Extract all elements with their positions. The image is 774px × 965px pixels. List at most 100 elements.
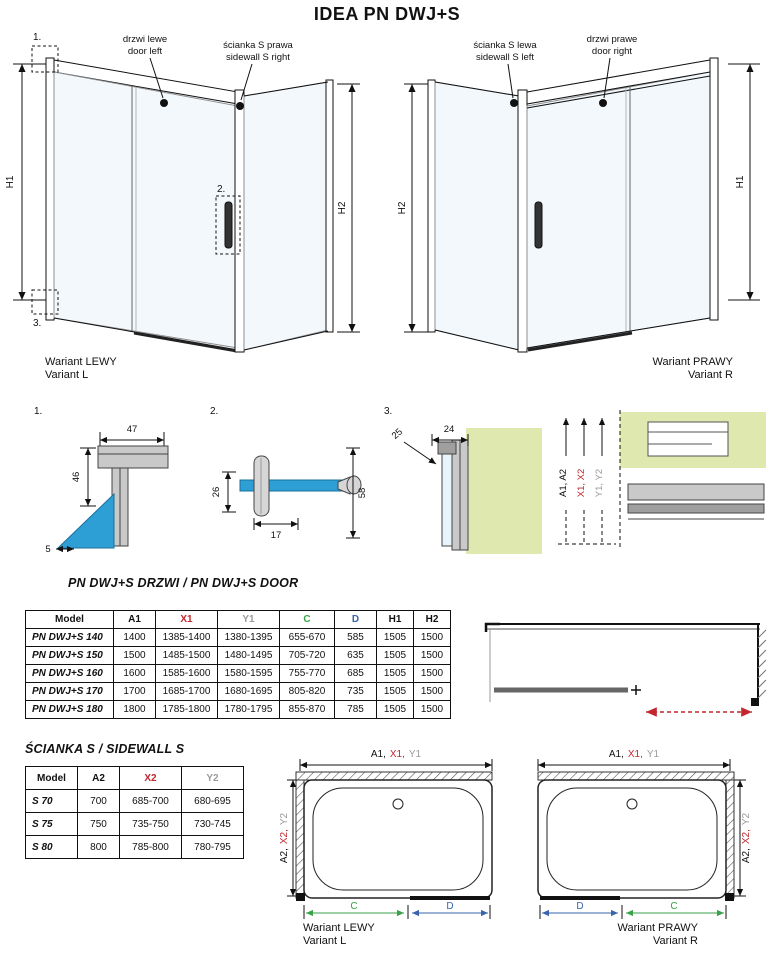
- col-header-y1: Y1: [217, 610, 280, 629]
- table-row: PN DWJ+S 160 1600 1585-1600 1580-1595 75…: [25, 664, 451, 683]
- sidewall-edge-profile: [427, 79, 436, 333]
- cell: 1505: [376, 682, 414, 701]
- detail-3: 3. 24 25: [384, 406, 542, 554]
- cell: 1500: [413, 700, 451, 719]
- dim-24: 24: [444, 424, 455, 435]
- door-handle: [534, 201, 543, 249]
- side-wall: [295, 779, 305, 899]
- cell: 1400: [113, 628, 156, 647]
- h2-dimension-label: H2: [337, 201, 348, 214]
- door-handle: [224, 201, 233, 249]
- dim-26: 26: [211, 487, 222, 498]
- cell: 1500: [413, 682, 451, 701]
- bathtub-outline: [303, 779, 493, 899]
- cell: 1685-1700: [155, 682, 218, 701]
- table-row: S 75 750 735-750 730-745: [25, 812, 244, 836]
- top-wall: [295, 771, 493, 781]
- glass-panel: [441, 445, 453, 547]
- sidewall-edge-profile: [325, 79, 334, 333]
- cell-model: PN DWJ+S 170: [25, 682, 114, 701]
- elevation-right-variant: H2 ścianka S lewa sidewall S left drzw: [397, 34, 760, 353]
- cell: 1580-1595: [217, 664, 280, 683]
- sidewall-label-dot: [510, 99, 518, 107]
- cell: 1500: [413, 628, 451, 647]
- cell-model: PN DWJ+S 160: [25, 664, 114, 683]
- cell: 1780-1795: [217, 700, 280, 719]
- cell: 1505: [376, 628, 414, 647]
- cell: 700: [77, 789, 120, 813]
- col-header-h1: H1: [376, 610, 414, 629]
- sidewall-left-label: ścianka S lewa: [473, 40, 537, 51]
- dim-c-label: C: [350, 901, 357, 912]
- cell: 685-700: [119, 789, 182, 813]
- dim-17: 17: [271, 530, 282, 541]
- cell-model: PN DWJ+S 180: [25, 700, 114, 719]
- callout-2-label: 2.: [217, 184, 225, 195]
- corner-bracket: [484, 622, 500, 632]
- cell: 1785-1800: [155, 700, 218, 719]
- wall-hatch: [757, 629, 767, 699]
- drain: [392, 798, 404, 810]
- callout-3-box: [31, 289, 59, 315]
- cell: 1500: [413, 664, 451, 683]
- door-glass: [526, 71, 711, 349]
- table-row: PN DWJ+S 150 1500 1485-1500 1480-1495 70…: [25, 646, 451, 665]
- sidewall-glass: [243, 81, 329, 351]
- table-row: PN DWJ+S 180 1800 1785-1800 1780-1795 85…: [25, 700, 451, 719]
- label-y1-y2: Y1, Y2: [594, 469, 605, 497]
- dim-c-label: C: [670, 901, 677, 912]
- plan-side-dimension-label: A2,X2,Y2: [741, 812, 752, 863]
- cell: 1800: [113, 700, 156, 719]
- cell: 735: [334, 682, 377, 701]
- cell: 1505: [376, 664, 414, 683]
- elevation-left-caption: Wariant LEWY Variant L: [45, 356, 117, 381]
- callout-1-box: [31, 45, 59, 73]
- bathtub-outline: [537, 779, 727, 899]
- elevation-right-caption: Wariant PRAWY Variant R: [652, 356, 733, 381]
- side-wall: [725, 779, 735, 899]
- label-a1-a2: A1, A2: [558, 469, 569, 497]
- cell: 750: [77, 812, 120, 836]
- cell-model: S 70: [25, 789, 78, 813]
- dim-d-label: D: [576, 901, 583, 912]
- label-x1-x2: X1, X2: [576, 469, 587, 498]
- bathtub-basin: [546, 787, 718, 891]
- bathtub-plan-right: A1,X1,Y1 A2,X2,Y2 D C: [537, 749, 752, 919]
- dim-25: 25: [390, 427, 405, 442]
- table-row: S 70 700 685-700 680-695: [25, 789, 244, 813]
- door-label-dot: [599, 99, 607, 107]
- sill-profile-bottom: [627, 503, 765, 514]
- col-header-x2: X2: [119, 766, 182, 790]
- callout-3-label: 3.: [33, 318, 41, 329]
- handle-marker: [631, 685, 641, 695]
- cell: 1585-1600: [155, 664, 218, 683]
- detail-2: 2. 26 17 58: [210, 406, 368, 541]
- plan-left-caption: Wariant LEWY Variant L: [303, 922, 375, 947]
- col-header-model: Model: [25, 610, 114, 629]
- col-header-h2: H2: [413, 610, 451, 629]
- cell: 1500: [113, 646, 156, 665]
- cell: 785-800: [119, 835, 182, 859]
- col-header-y2: Y2: [181, 766, 244, 790]
- dim-46: 46: [71, 472, 82, 483]
- door-left-label: drzwi lewe: [123, 34, 167, 45]
- col-header-a2: A2: [77, 766, 120, 790]
- cell: 1700: [113, 682, 156, 701]
- plan-right-caption: Wariant PRAWY Variant R: [617, 922, 698, 947]
- callout-1-label: 1.: [33, 32, 41, 43]
- cell-model: S 80: [25, 835, 78, 859]
- door-plan-diagram: [484, 622, 767, 717]
- wall-profile-foot: [296, 893, 305, 901]
- cell: 685: [334, 664, 377, 683]
- cell: 1485-1500: [155, 646, 218, 665]
- col-header-c: C: [279, 610, 335, 629]
- corner-profile: [234, 89, 245, 353]
- detail-drawings: 1. 47 46 5 2.: [34, 406, 766, 555]
- col-header-a1: A1: [113, 610, 156, 629]
- bathtub-plan-left: A1,X1,Y1 A2,X2,Y2 C D: [279, 749, 493, 919]
- elevation-left-variant: H1 1. 2. 3. drzwi: [5, 32, 360, 353]
- cell: 705-720: [279, 646, 335, 665]
- h1-dimension-label: H1: [735, 175, 746, 188]
- cell: 655-670: [279, 628, 335, 647]
